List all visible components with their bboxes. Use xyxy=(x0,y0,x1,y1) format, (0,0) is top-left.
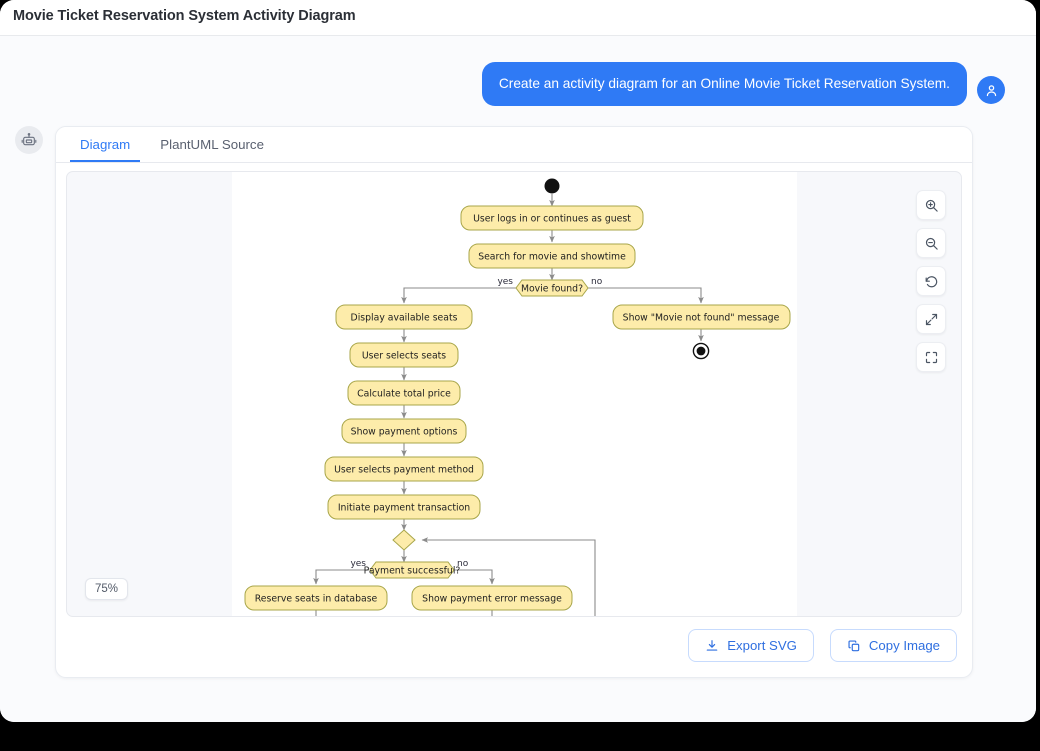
title-bar: Movie Ticket Reservation System Activity… xyxy=(0,0,1036,36)
activity-diagram-svg: User logs in or continues as guest Searc… xyxy=(244,178,791,616)
svg-text:yes: yes xyxy=(497,277,513,287)
conversation-area: Create an activity diagram for an Online… xyxy=(0,36,1036,722)
card-tabs: Diagram PlantUML Source xyxy=(56,127,972,163)
reset-rotate-icon[interactable] xyxy=(916,266,946,296)
svg-text:Display available seats: Display available seats xyxy=(351,313,458,324)
user-message-row: Create an activity diagram for an Online… xyxy=(481,62,1005,107)
page-title: Movie Ticket Reservation System Activity… xyxy=(13,8,356,24)
expand-icon[interactable] xyxy=(916,304,946,334)
copy-image-label: Copy Image xyxy=(868,638,940,653)
copy-image-button[interactable]: Copy Image xyxy=(829,629,957,662)
svg-text:Movie found?: Movie found? xyxy=(521,284,583,295)
svg-text:Show "Movie not found" message: Show "Movie not found" message xyxy=(623,313,780,324)
diagram-viewport[interactable]: User logs in or continues as guest Searc… xyxy=(66,171,962,617)
export-svg-label: Export SVG xyxy=(727,638,797,653)
user-message-bubble: Create an activity diagram for an Online… xyxy=(481,62,967,107)
copy-icon xyxy=(847,639,861,653)
svg-text:User logs in or continues as g: User logs in or continues as guest xyxy=(473,214,631,225)
svg-text:Show payment error message: Show payment error message xyxy=(422,594,562,605)
zoom-out-icon[interactable] xyxy=(916,228,946,258)
tab-plantuml-source[interactable]: PlantUML Source xyxy=(160,137,264,152)
user-icon xyxy=(977,76,1005,104)
download-icon xyxy=(705,639,719,653)
robot-icon xyxy=(15,126,43,154)
diagram-toolbar xyxy=(916,190,946,372)
zoom-level-badge: 75% xyxy=(85,578,129,600)
svg-text:Calculate total price: Calculate total price xyxy=(357,389,451,400)
svg-text:no: no xyxy=(591,277,603,287)
svg-text:Initiate payment transaction: Initiate payment transaction xyxy=(338,503,470,514)
fullscreen-icon[interactable] xyxy=(916,342,946,372)
card-actions: Export SVG Copy Image xyxy=(56,617,972,677)
svg-text:Reserve seats in database: Reserve seats in database xyxy=(255,594,378,605)
zoom-in-icon[interactable] xyxy=(916,190,946,220)
diagram-canvas[interactable]: User logs in or continues as guest Searc… xyxy=(232,172,797,616)
diagram-card: Diagram PlantUML Source xyxy=(55,126,973,678)
app-window: Movie Ticket Reservation System Activity… xyxy=(0,0,1036,722)
tab-diagram[interactable]: Diagram xyxy=(70,131,141,162)
assistant-message-row: Diagram PlantUML Source xyxy=(15,126,973,678)
svg-text:User selects seats: User selects seats xyxy=(362,351,446,362)
initial-node xyxy=(544,178,560,194)
svg-text:no: no xyxy=(457,559,469,569)
svg-text:Show payment options: Show payment options xyxy=(351,427,458,438)
svg-text:yes: yes xyxy=(350,559,366,569)
svg-text:User selects payment method: User selects payment method xyxy=(334,465,474,476)
svg-text:Search for movie and showtime: Search for movie and showtime xyxy=(478,252,626,263)
merge-node xyxy=(392,529,416,551)
export-svg-button[interactable]: Export SVG xyxy=(688,629,814,662)
svg-text:Payment successful?: Payment successful? xyxy=(364,566,461,577)
final-node xyxy=(692,342,710,360)
